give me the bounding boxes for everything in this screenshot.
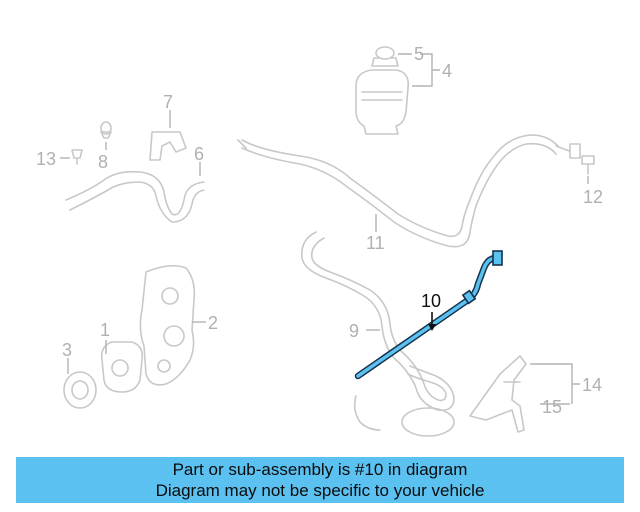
callout-12: 12 bbox=[583, 187, 603, 207]
callout-3: 3 bbox=[62, 340, 72, 360]
callout-1: 1 bbox=[100, 320, 110, 340]
callout-15: 15 bbox=[542, 397, 562, 417]
return-hose[interactable] bbox=[65, 170, 205, 223]
bolt[interactable] bbox=[581, 155, 595, 175]
pump-pulley[interactable] bbox=[63, 371, 97, 409]
pressure-hose-assembly[interactable] bbox=[237, 134, 581, 248]
callout-14: 14 bbox=[582, 375, 602, 395]
callout-13: 13 bbox=[36, 149, 56, 169]
pressure-line-part-10[interactable] bbox=[354, 250, 503, 380]
leader-14-15 bbox=[530, 363, 580, 405]
callout-11: 11 bbox=[366, 233, 385, 253]
callout-4: 4 bbox=[442, 61, 452, 81]
callout-2: 2 bbox=[208, 313, 218, 333]
engine-front-cover[interactable] bbox=[139, 264, 196, 386]
callout-5: 5 bbox=[414, 44, 424, 64]
return-line[interactable] bbox=[300, 231, 455, 437]
banner-line-part-number: Part or sub-assembly is #10 in diagram bbox=[172, 460, 468, 479]
power-steering-reservoir[interactable] bbox=[355, 69, 410, 135]
callout-8: 8 bbox=[98, 152, 108, 172]
power-steering-pump[interactable] bbox=[100, 341, 144, 393]
reservoir-cap[interactable] bbox=[371, 46, 399, 67]
part-info-banner: Part or sub-assembly is #10 in diagram D… bbox=[16, 457, 624, 503]
leader-10-arrow bbox=[428, 324, 436, 331]
callout-7: 7 bbox=[163, 92, 173, 112]
callout-leader-4-5 bbox=[398, 53, 440, 87]
hose-bracket[interactable] bbox=[469, 355, 527, 433]
hose-clip[interactable] bbox=[100, 121, 112, 139]
callout-6: 6 bbox=[194, 144, 204, 164]
push-fastener[interactable] bbox=[71, 149, 83, 165]
mounting-bracket[interactable] bbox=[149, 131, 187, 161]
callout-10: 10 bbox=[421, 291, 441, 311]
banner-line-disclaimer: Diagram may not be specific to your vehi… bbox=[155, 481, 485, 500]
callout-9: 9 bbox=[349, 321, 359, 341]
parts-diagram: 5 4 7 8 13 6 11 12 bbox=[36, 44, 603, 437]
